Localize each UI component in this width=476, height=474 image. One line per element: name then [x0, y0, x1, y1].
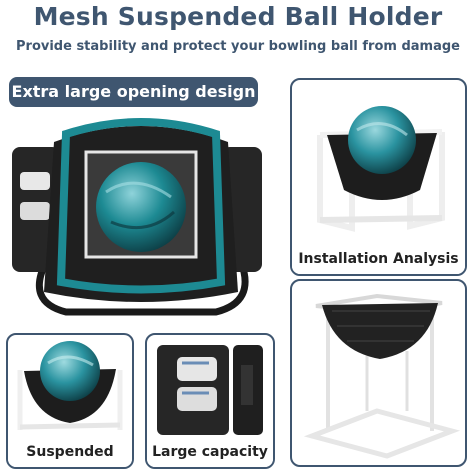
page-title: Mesh Suspended Ball Holder [33, 2, 443, 31]
bag-main-image [6, 112, 276, 327]
suspended-ball-image [17, 341, 123, 430]
extra-large-opening-badge: Extra large opening design [9, 77, 258, 107]
capacity-caption: Large capacity [147, 438, 273, 467]
page-subtitle: Provide stability and protect your bowli… [16, 39, 460, 54]
capacity-panel: Large capacity [145, 333, 275, 469]
holder-installed-image [317, 106, 445, 232]
holder-frame-image [303, 293, 461, 459]
frame-panel [290, 279, 467, 467]
suspended-caption: Suspended [8, 438, 132, 467]
installation-panel: Installation Analysis [290, 78, 467, 276]
installation-caption: Installation Analysis [292, 245, 465, 274]
suspended-panel: Suspended [6, 333, 134, 469]
shoe-pocket-image [157, 345, 263, 435]
